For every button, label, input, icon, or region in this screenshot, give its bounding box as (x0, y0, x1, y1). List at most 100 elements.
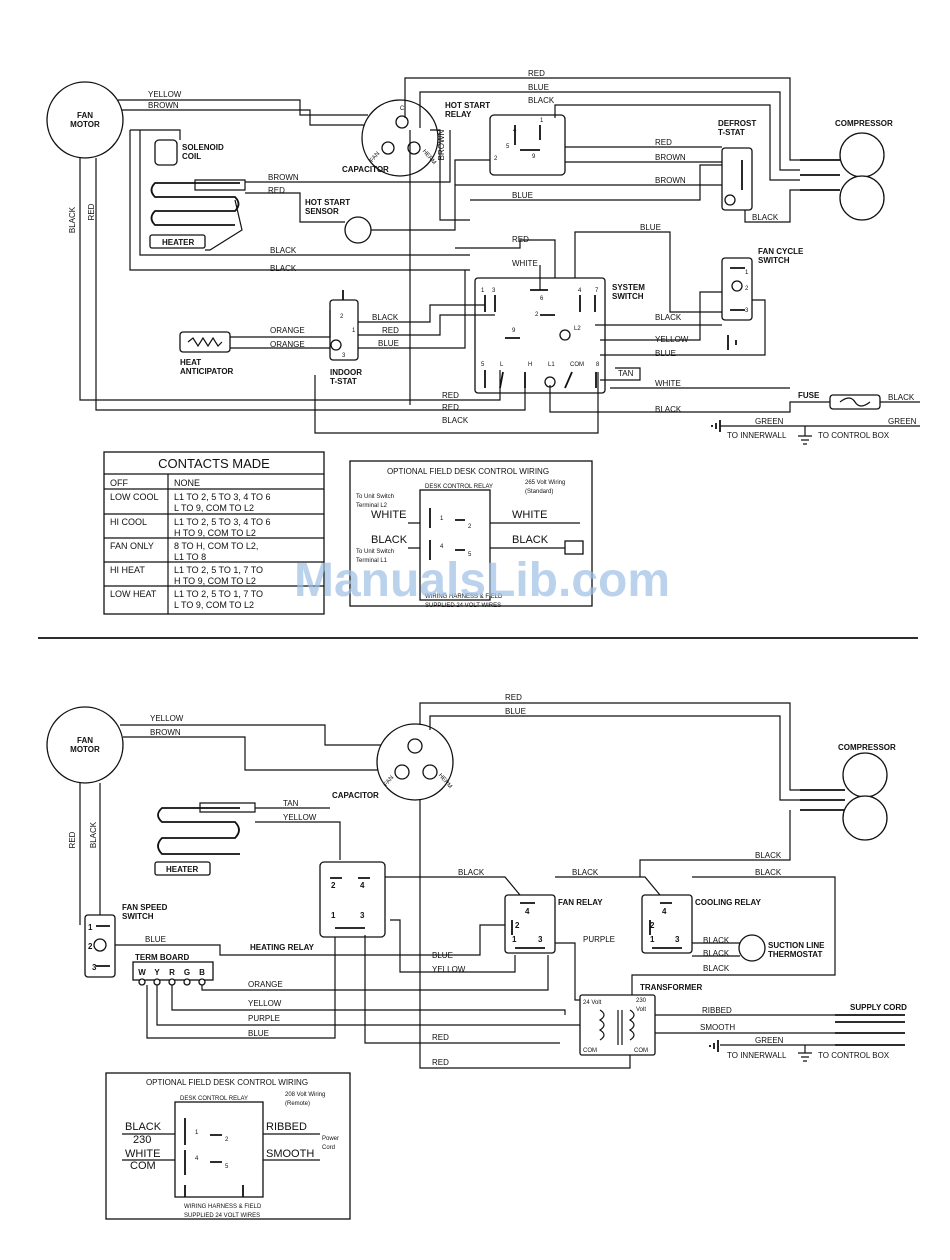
wire-yellow-top (118, 99, 368, 116)
opt-b-smooth: SMOOTH (266, 1148, 314, 1160)
fc-t3: 3 (745, 308, 749, 314)
contacts-line2-5: L TO 9, COM TO L2 (174, 600, 254, 610)
wire-label-red-bot2: RED (442, 403, 459, 412)
contacts-line1-0: NONE (174, 478, 200, 488)
term-screw-G (183, 978, 191, 986)
wire-red-b3 (364, 935, 560, 1044)
cr-t2: 2 (650, 921, 655, 930)
relay-contacts (514, 125, 541, 151)
fss-contacts (96, 925, 110, 967)
wire-label-purple-b2: PURPLE (248, 1014, 280, 1023)
wire-label-black-fc: BLACK (655, 313, 682, 322)
cr-t1: 1 (650, 935, 655, 944)
term-board-label: TERM BOARD (135, 953, 189, 962)
wire-black-bot (314, 372, 599, 434)
wire-label-black-b6: BLACK (703, 949, 730, 958)
relay-term-2: 2 (494, 156, 498, 162)
term-letter-R: R (169, 968, 175, 977)
opt-top-t2: 2 (468, 524, 472, 530)
wire-black-long1 (139, 130, 470, 256)
relay-term-4: 4 (513, 128, 517, 134)
heater-label-box (149, 234, 206, 249)
term-screw-B (198, 978, 206, 986)
heater-plug (194, 179, 246, 191)
hr-t4: 4 (360, 881, 365, 890)
sys-t3: 3 (492, 288, 496, 294)
opt-top-contacts (429, 508, 465, 560)
cr-t4: 4 (662, 907, 667, 916)
capacitor-circle (361, 99, 439, 177)
wire-label-yellow-b3: YELLOW (432, 965, 466, 974)
supply-cord-label: SUPPLY CORD (850, 1003, 907, 1012)
wire-label-ribbed: RIBBED (702, 1006, 732, 1015)
opt-top-relay: DESK CONTROL RELAY (425, 484, 493, 490)
wire-label-blue-top: BLUE (528, 83, 549, 92)
wire-label-black-b2: BLACK (572, 868, 599, 877)
fr-t2: 2 (515, 921, 520, 930)
cap-b-term-c (407, 738, 423, 754)
fan-motor-circle (46, 81, 124, 159)
wire-label-tan: TAN (618, 369, 634, 378)
wire-black-b1 (385, 876, 521, 896)
solenoid-wire (129, 130, 470, 271)
wire-label-green2: GREEN (888, 417, 917, 426)
hr-t3: 3 (360, 911, 365, 920)
contacts-line1-3: 8 TO H, COM TO L2, (174, 541, 258, 551)
fan-relay-box (504, 894, 556, 954)
fan-motor-circle-b (46, 706, 124, 784)
fr-t4: 4 (525, 907, 530, 916)
watermark: ManualsLib.com (294, 554, 670, 607)
wire-label-blue-b2: BLUE (432, 951, 453, 960)
opt-b-230: 230 (133, 1134, 151, 1146)
wire-label-blue-b3: BLUE (248, 1029, 269, 1038)
fan-cycle-term-2 (731, 280, 743, 292)
fuse-element (839, 397, 871, 407)
wire-label-black-fuse: BLACK (655, 405, 682, 414)
opt-b-t1: 1 (195, 1130, 199, 1136)
contacts-line2-2: H TO 9, COM TO L2 (174, 528, 256, 538)
contacts-mode-4: HI HEAT (110, 565, 145, 575)
wire-label-yellow-b4: YELLOW (248, 999, 282, 1008)
sys-t1: 1 (481, 288, 485, 294)
wire-label-black-b4: BLACK (755, 868, 782, 877)
opt-top-relay-box (419, 489, 491, 601)
opt-b-black: BLACK (125, 1121, 162, 1133)
capacitor-circle-b (376, 723, 454, 801)
sys-t8: 8 (596, 362, 600, 368)
opt-b-t2: 2 (225, 1137, 229, 1143)
wire-label-black-defrost: BLACK (752, 213, 779, 222)
wire-red-tstat (358, 314, 495, 336)
ground-innerwall (711, 420, 721, 432)
wire-label-brown-sensor: BROWN (268, 173, 299, 182)
term-letter-G: G (184, 968, 190, 977)
wire-label-brown-d2: BROWN (655, 176, 686, 185)
wire-label-blue-b: BLUE (505, 707, 526, 716)
compressor-label-b: COMPRESSOR (838, 743, 896, 752)
sys-t9: 9 (512, 328, 516, 334)
wire-label-red-b3: RED (432, 1033, 449, 1042)
fc-t1: 1 (745, 270, 749, 276)
cap-term-fan (381, 141, 395, 155)
contacts-line2-3: L1 TO 8 (174, 552, 206, 562)
term-screw-R (168, 978, 176, 986)
term-letter-W: W (138, 968, 146, 977)
solenoid-lead (130, 129, 181, 140)
wire-brown-top (122, 109, 368, 126)
wire-label-yellow-b: YELLOW (150, 714, 184, 723)
wire-label-blue-fc: BLUE (640, 223, 661, 232)
opt-top-lines (408, 522, 580, 549)
wire-label-red-sys: RED (512, 235, 529, 244)
cap-term-c (395, 115, 409, 129)
fr-t1: 1 (512, 935, 517, 944)
wire-label-brown: BROWN (148, 101, 179, 110)
wire-label-black-relay: BLACK (528, 96, 555, 105)
wire-red-top (404, 77, 800, 161)
wire-blue-b3 (146, 937, 336, 1039)
wire-blue-mid (470, 164, 722, 201)
wire-orange1 (230, 310, 331, 338)
